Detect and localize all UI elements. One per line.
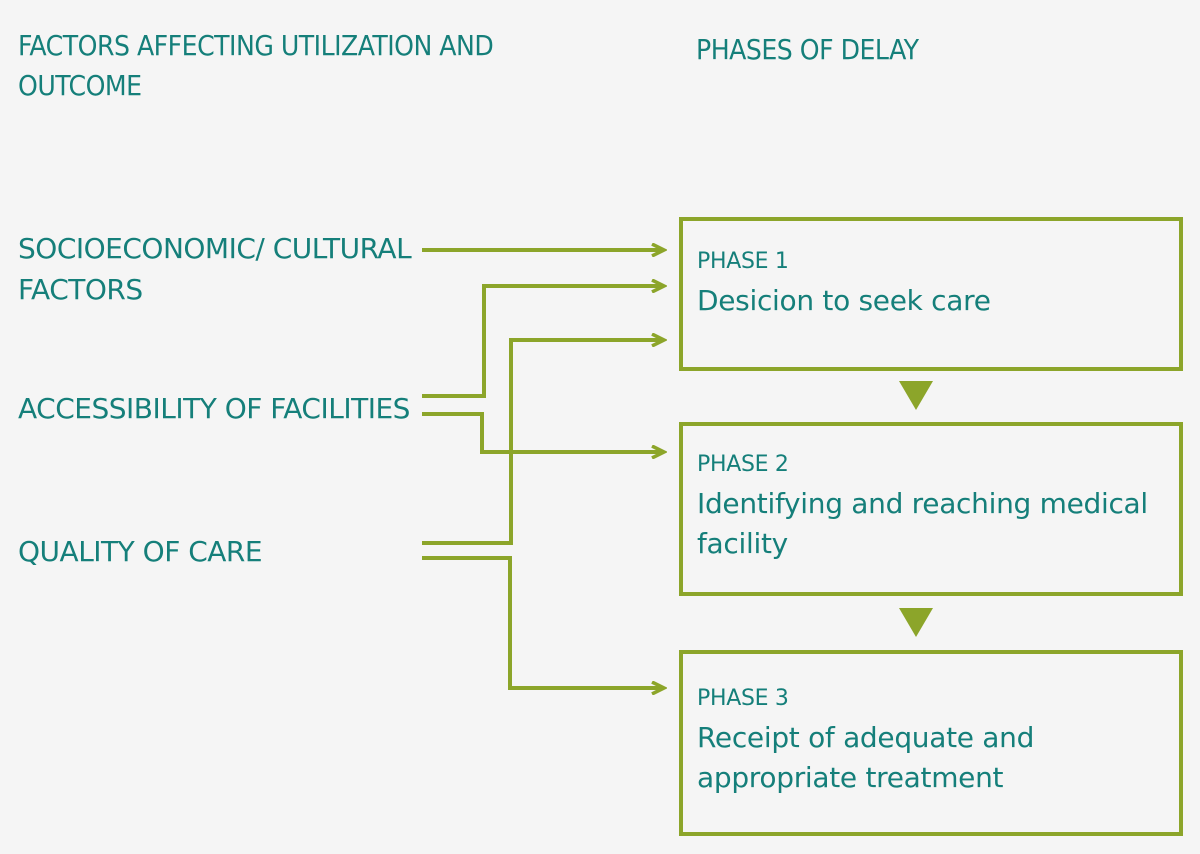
factors-heading: FACTORS AFFECTING UTILIZATION AND OUTCOM… [18, 29, 494, 102]
arrow-accessibility-to-phase2 [422, 412, 664, 452]
factor-accessibility: ACCESSIBILITY OF FACILITIES [18, 392, 410, 425]
phase-3-description: Receipt of adequate and appropriate trea… [697, 721, 1035, 794]
phases-heading: PHASES OF DELAY [696, 33, 919, 66]
phase-2-box: PHASE 2 Identifying and reaching medical… [679, 422, 1183, 596]
phase-2-label: PHASE 2 [697, 452, 789, 477]
arrow-accessibility-to-phase1 [422, 286, 664, 398]
phase-1-description: Desicion to seek care [697, 284, 991, 317]
arrow-quality-to-phase3 [422, 556, 664, 688]
phase-1-label: PHASE 1 [697, 249, 789, 274]
factor-socioeconomic-cultural: SOCIOECONOMIC/ CULTURAL FACTORS [18, 232, 412, 306]
phase-1-box: PHASE 1 Desicion to seek care [679, 217, 1183, 371]
phase-2-description: Identifying and reaching medical facilit… [697, 487, 1148, 560]
phase-3-box: PHASE 3 Receipt of adequate and appropri… [679, 650, 1183, 836]
factor-quality-of-care: QUALITY OF CARE [18, 535, 263, 568]
arrow-quality-to-phase1 [422, 340, 664, 545]
down-arrow-phase2-to-phase3 [899, 608, 933, 637]
phase-3-label: PHASE 3 [697, 686, 789, 711]
down-arrow-phase1-to-phase2 [899, 381, 933, 410]
